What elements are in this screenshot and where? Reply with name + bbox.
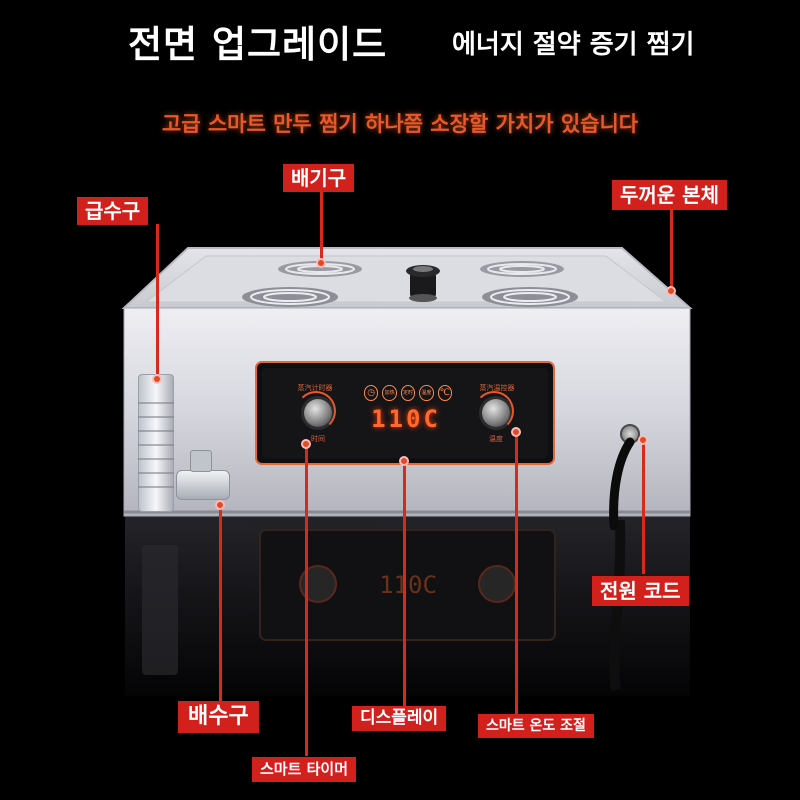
lid-knob (406, 265, 440, 302)
headline-title: 전면 업그레이드 (128, 23, 388, 66)
water-inlet-leader-dot (152, 374, 162, 384)
water-inlet-leader-line (156, 224, 159, 374)
left-knob-label-bottom: 时间 (311, 435, 325, 443)
right-knob-label-bottom: 温度 (489, 435, 503, 443)
callout-vent: 배기구 (283, 164, 355, 192)
mode-button-temp[interactable]: 温度 (419, 385, 434, 401)
mode-button-celsius[interactable]: ℃ (437, 385, 453, 401)
drain-leader-dot (215, 500, 225, 510)
timer-leader-dot (301, 439, 311, 449)
right-knob-label-top: 蒸汽温控器 (479, 384, 515, 392)
temperature-display: 110C (371, 405, 441, 433)
callout-timer: 스마트 타이머 (252, 757, 357, 782)
temperature-leader-line (515, 432, 518, 714)
steam-vents (242, 261, 578, 307)
mode-button-clock[interactable]: ◷ (364, 385, 379, 401)
callout-display: 디스플레이 (352, 706, 447, 731)
mode-button-row: ◷ 加热 定时 温度 ℃ (364, 385, 453, 401)
vent-leader-dot (316, 258, 326, 268)
mode-button-heat[interactable]: 加热 (382, 385, 397, 401)
timer-leader-line (305, 444, 308, 756)
drain-valve-handle[interactable] (190, 450, 212, 472)
callout-power-cord: 전원 코드 (592, 576, 689, 606)
power-cord-leader-line (642, 440, 645, 574)
display-leader-line (403, 462, 406, 706)
drain-leader-line (219, 506, 222, 702)
power-cord-leader-dot (638, 435, 648, 445)
callout-drain: 배수구 (178, 701, 259, 733)
thick-body-leader-dot (666, 286, 676, 296)
tagline: 고급 스마트 만두 찜기 하나쯤 소장할 가치가 있습니다 (161, 112, 639, 136)
callout-temperature: 스마트 온도 조절 (478, 714, 594, 738)
mode-button-timer[interactable]: 定时 (400, 385, 416, 401)
power-cord (609, 437, 635, 530)
left-knob-label-top: 蒸汽计时器 (297, 384, 333, 392)
floor-reflection: 110C (125, 516, 690, 696)
vent-leader-line (320, 190, 323, 262)
drain-valve[interactable] (176, 470, 230, 500)
headline-subtitle: 에너지 절약 증기 찜기 (452, 30, 695, 60)
display-leader-dot (399, 456, 409, 466)
thick-body-leader-line (670, 210, 673, 290)
callout-thick-body: 두꺼운 본체 (612, 180, 727, 210)
temperature-leader-dot (511, 427, 521, 437)
timer-knob-arc (296, 391, 336, 431)
temperature-knob-arc (474, 391, 514, 431)
callout-water-inlet: 급수구 (77, 197, 149, 225)
svg-text:110C: 110C (379, 571, 437, 599)
water-inlet-rings (138, 390, 174, 500)
